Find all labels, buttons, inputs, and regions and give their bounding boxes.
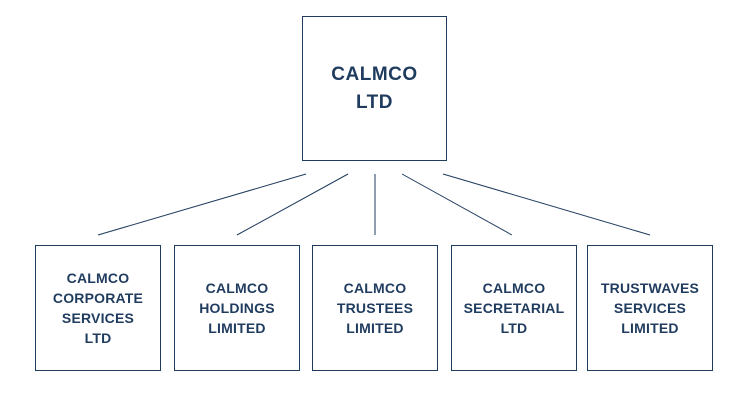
- subsidiary-box-secretarial: CALMCO SECRETARIAL LTD: [451, 245, 577, 371]
- connector-line-3: [401, 173, 513, 236]
- subsidiary-name: CALMCO CORPORATE SERVICES LTD: [52, 270, 144, 346]
- connector-line-1: [236, 173, 349, 236]
- subsidiary-box-trustees: CALMCO TRUSTEES LIMITED: [312, 245, 438, 371]
- connector-line-0: [97, 173, 307, 236]
- subsidiary-name: CALMCO TRUSTEES LIMITED: [336, 280, 414, 336]
- parent-company-box: CALMCO LTD: [302, 16, 447, 161]
- subsidiary-name: CALMCO SECRETARIAL LTD: [463, 280, 565, 336]
- subsidiary-box-corporate-services: CALMCO CORPORATE SERVICES LTD: [35, 245, 161, 371]
- subsidiary-name: TRUSTWAVES SERVICES LIMITED: [600, 280, 700, 336]
- connector-line-4: [442, 173, 651, 236]
- subsidiary-box-trustwaves: TRUSTWAVES SERVICES LIMITED: [587, 245, 713, 371]
- subsidiary-box-holdings: CALMCO HOLDINGS LIMITED: [174, 245, 300, 371]
- subsidiary-name: CALMCO HOLDINGS LIMITED: [199, 280, 275, 336]
- parent-company-name: CALMCO LTD: [331, 63, 418, 113]
